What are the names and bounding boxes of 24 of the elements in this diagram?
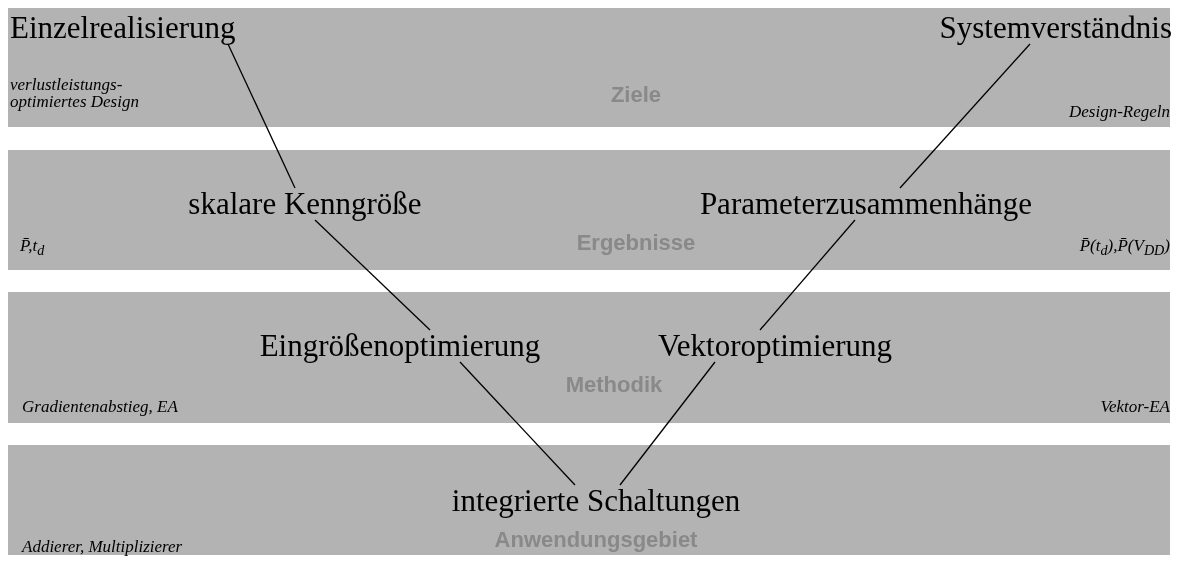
level-label: Eingrößenoptimierung <box>259 330 541 362</box>
level-label: Einzelrealisierung <box>10 12 236 44</box>
connector-line <box>759 219 856 331</box>
level-band <box>8 150 1170 270</box>
annotation-text: Vektor-EA <box>1100 398 1170 415</box>
annotation-text: P̄(t$_{d}$),P̄(V$_{DD}$) <box>1079 237 1170 260</box>
annotation-text: Gradientenabstieg, EA <box>22 398 178 415</box>
annotation-text: P̄,t$_{d}$ <box>20 237 45 260</box>
level-band <box>8 292 1170 423</box>
level-label: integrierte Schaltungen <box>451 485 741 517</box>
connector-line <box>459 361 576 486</box>
level-label: Systemverständnis <box>939 12 1172 44</box>
connector-line <box>899 43 1031 189</box>
connector-line <box>227 43 296 189</box>
level-band <box>8 8 1170 127</box>
level-label: skalare Kenngröße <box>188 188 422 220</box>
annotation-text: verlustleistungs- optimiertes Design <box>10 76 140 110</box>
level-label: Parameterzusammenhänge <box>699 188 1033 220</box>
connector-line <box>619 361 716 486</box>
level-label: Vektoroptimierung <box>657 330 893 362</box>
level-band <box>8 445 1170 555</box>
annotation-text: Design-Regeln <box>1068 103 1170 120</box>
connector-line <box>314 219 431 331</box>
annotation-text: Addierer, Multiplizierer <box>22 538 183 555</box>
